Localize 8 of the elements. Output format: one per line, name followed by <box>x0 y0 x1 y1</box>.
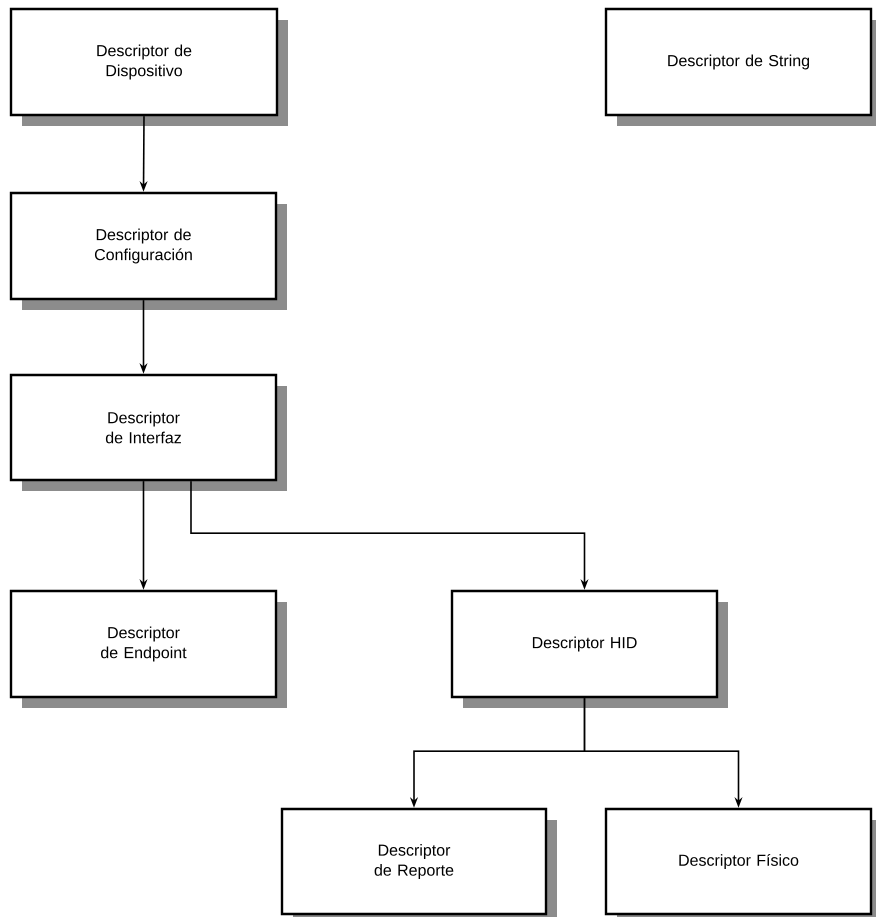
descriptor-box: Descriptor de String <box>604 8 876 126</box>
descriptor-box: Descriptor de Interfaz <box>10 374 287 491</box>
descriptor-box: Descriptor de Endpoint <box>10 590 287 708</box>
descriptor-box: Descriptor de Reporte <box>280 808 557 917</box>
descriptor-box: Descriptor HID <box>450 590 728 708</box>
descriptor-box: Descriptor Físico <box>604 808 876 917</box>
descriptor-box: Descriptor de Configuración <box>10 192 287 310</box>
descriptor-box: Descriptor de Dispositivo <box>10 8 288 126</box>
